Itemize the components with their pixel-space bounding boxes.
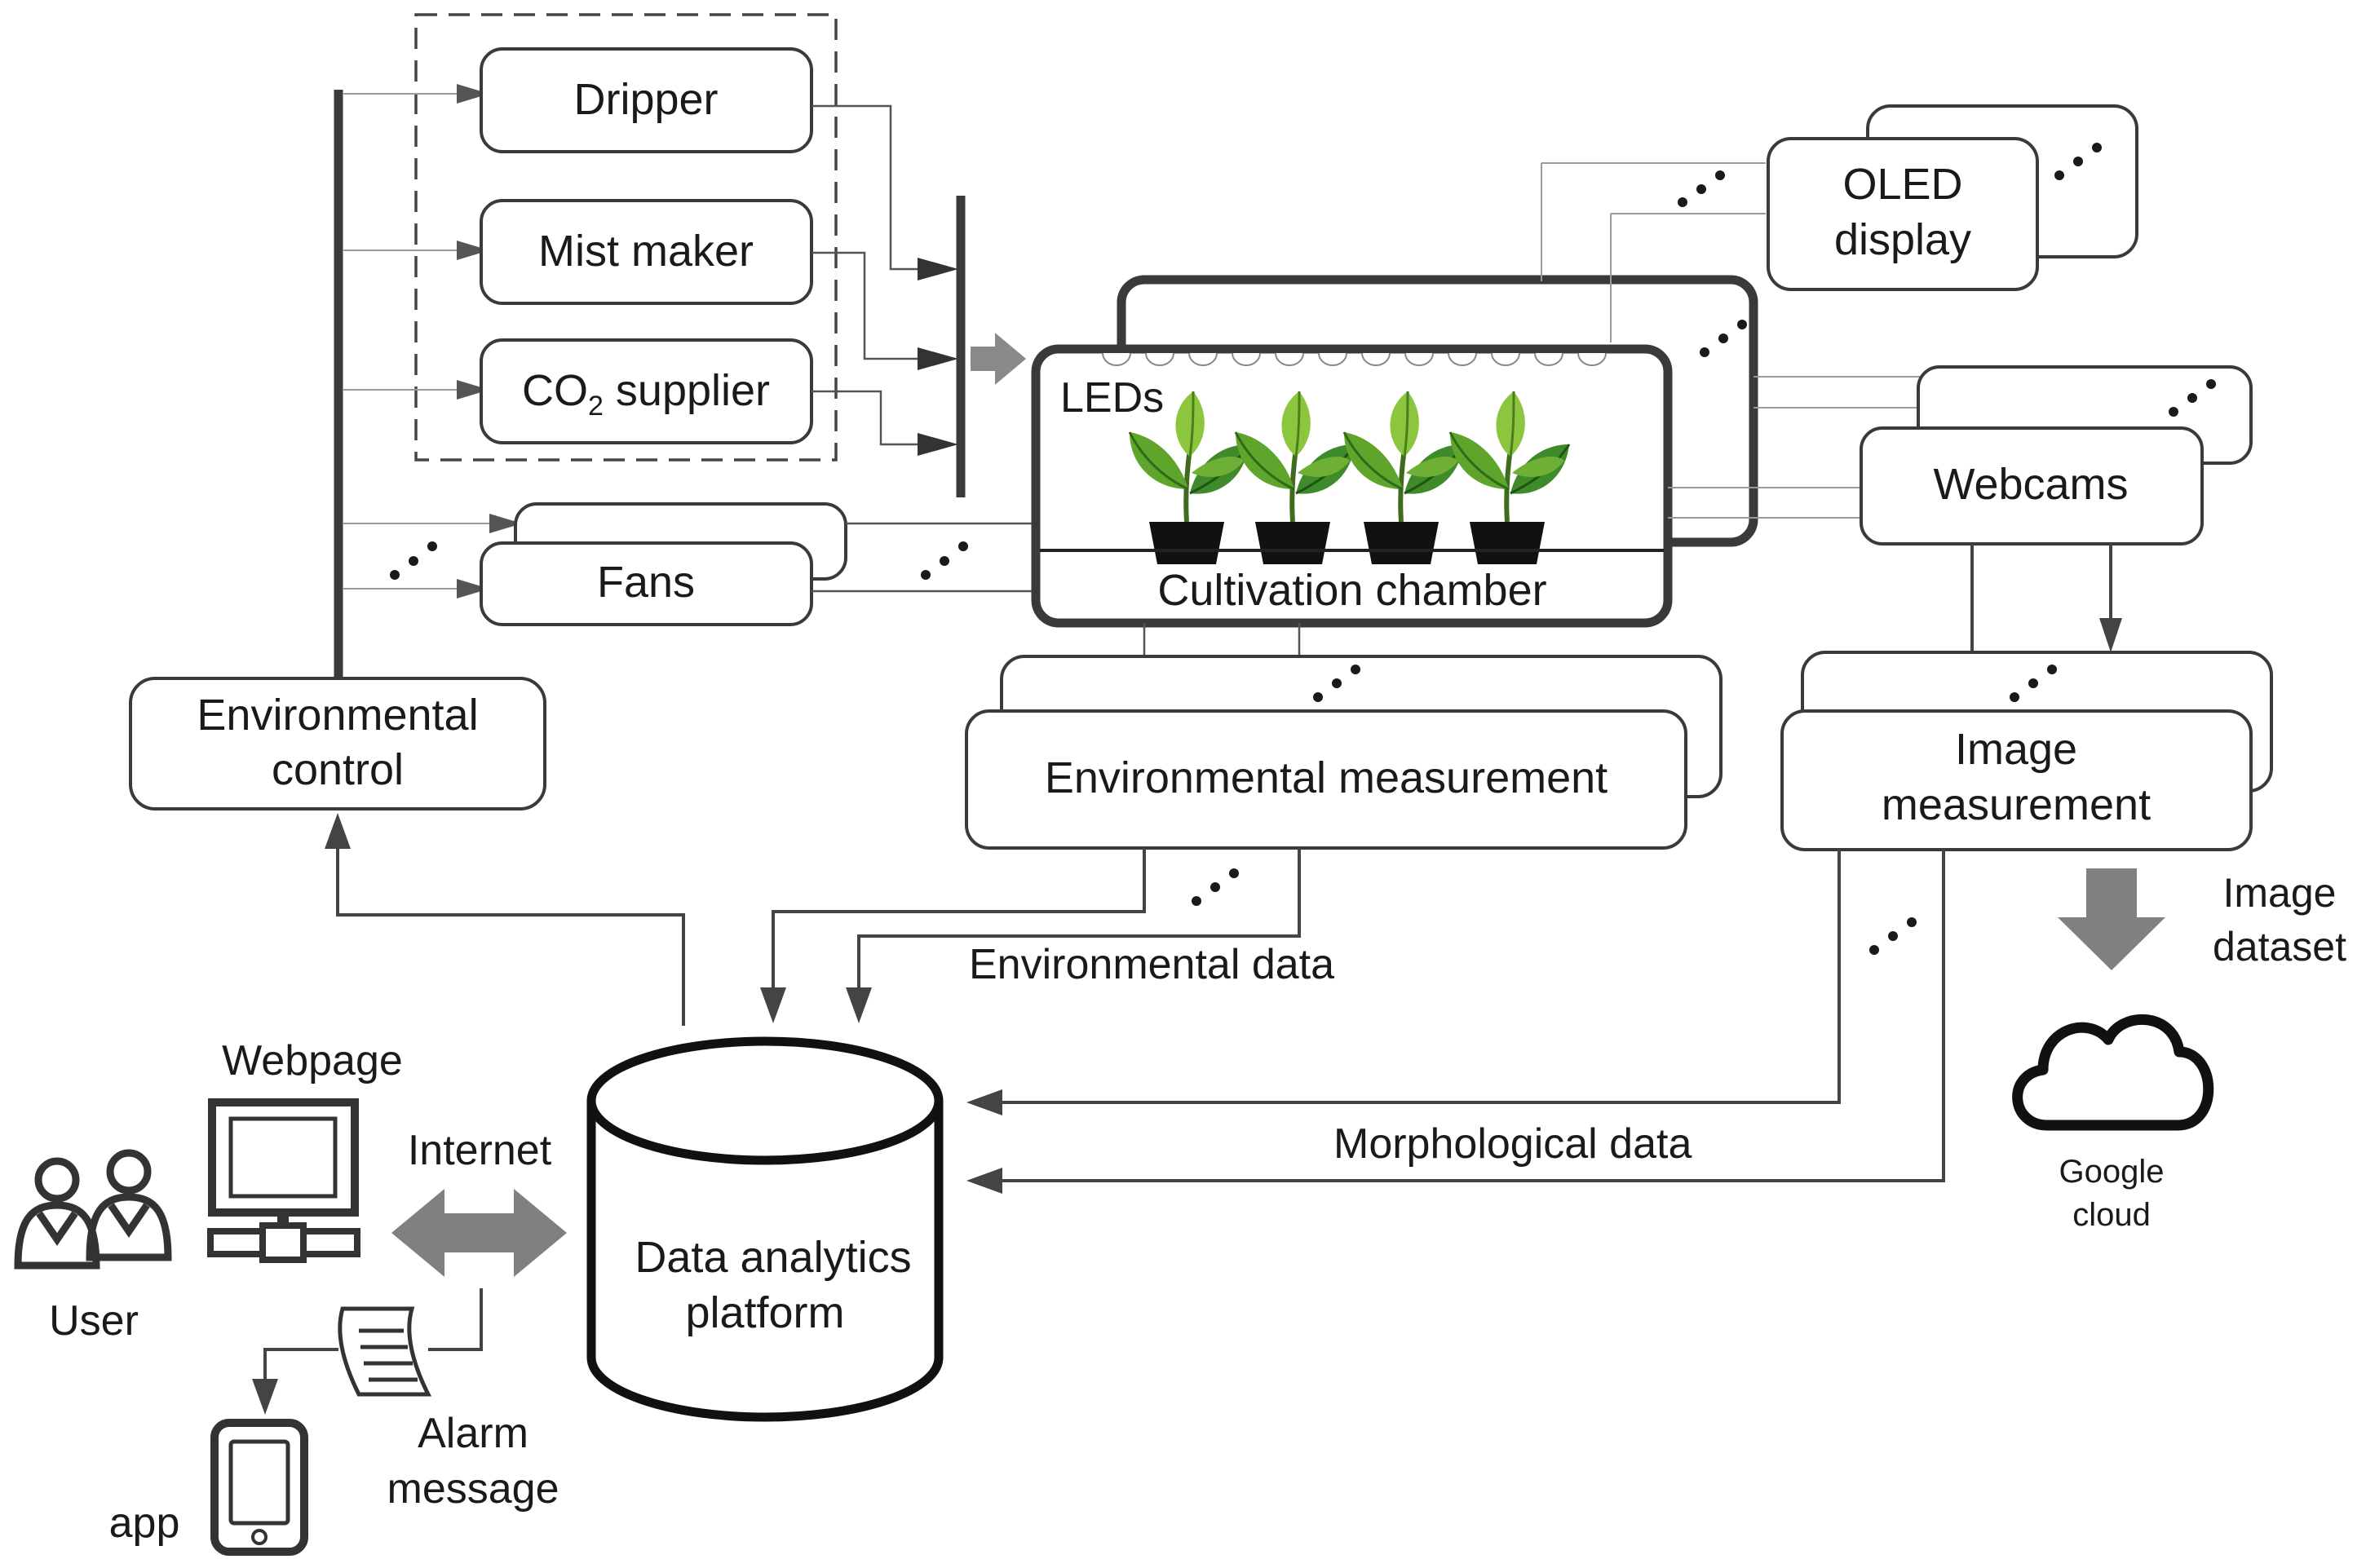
mist-maker-label: Mist maker [538,227,754,276]
image-dataset-label-1: Image [2223,870,2337,916]
fans-box [480,541,813,626]
oled-label-1: OLED [1842,160,1962,209]
webcams-box [1860,426,2204,545]
user-label: User [49,1297,139,1345]
actuator-group-frame [414,13,838,462]
environmental-data-ellipsis [1192,868,1239,906]
environmental-control-label-1: Environmental [197,691,478,740]
google-cloud-label-1: Google [2059,1154,2165,1190]
webcams-ellipsis [2169,379,2216,417]
app-label: app [109,1500,180,1547]
image-measurement-label-2: measurement [1882,780,2151,829]
platform-label-2: platform [685,1288,844,1337]
data-analytics-platform [586,1036,944,1422]
webpage-label: Webpage [222,1037,403,1084]
environmental-control-box [129,677,546,811]
oled-ellipsis-right [2054,143,2102,180]
leds-label: LEDs [1060,374,1164,422]
environmental-data-label: Environmental data [969,941,1334,988]
oled-display-box [1767,137,2039,291]
chamber-feed-arrow [971,333,1026,385]
alarm-label-2: message [387,1465,559,1513]
image-measurement-label-1: Image [1955,725,2077,774]
environmental-measurement-box [965,709,1687,850]
smartphone-icon [210,1419,308,1556]
image-measurement-box [1780,709,2253,851]
dripper-label: Dripper [573,75,718,124]
image-dataset-arrow [2058,868,2165,970]
oled-ellipsis-left [1678,170,1725,207]
cultivation-chamber-label: Cultivation chamber [1157,566,1546,615]
image-dataset-label-2: dataset [2213,924,2346,970]
co2-supplier-label: CO2 supplier [522,366,770,422]
google-cloud-label-2: cloud [2072,1197,2151,1233]
oled-label-2: display [1834,215,1971,264]
webcams-label: Webcams [1933,460,2128,509]
alarm-label-1: Alarm [418,1410,528,1457]
image-measurement-ellipsis [2010,665,2057,702]
chamber-ellipsis [1700,320,1747,357]
internet-label: Internet [408,1127,552,1174]
morphological-data-label: Morphological data [1333,1120,1692,1168]
morphological-data-ellipsis [1869,917,1917,955]
internet-double-arrow [391,1189,567,1277]
environmental-measurement-label: Environmental measurement [1045,753,1608,802]
fans-label: Fans [597,558,695,607]
webpage-monitor-icon [207,1098,360,1263]
fans-ellipsis [921,541,968,580]
dripper-box [480,47,813,153]
environmental-control-label-2: control [272,745,404,794]
google-cloud-icon [2012,1014,2214,1131]
platform-label-1: Data analytics [635,1233,911,1282]
led-array [1102,352,1607,366]
alarm-scroll-icon [338,1306,432,1397]
fans-bus-ellipsis [390,541,437,580]
environmental-measurement-ellipsis [1313,665,1360,702]
user-icon [14,1149,172,1270]
